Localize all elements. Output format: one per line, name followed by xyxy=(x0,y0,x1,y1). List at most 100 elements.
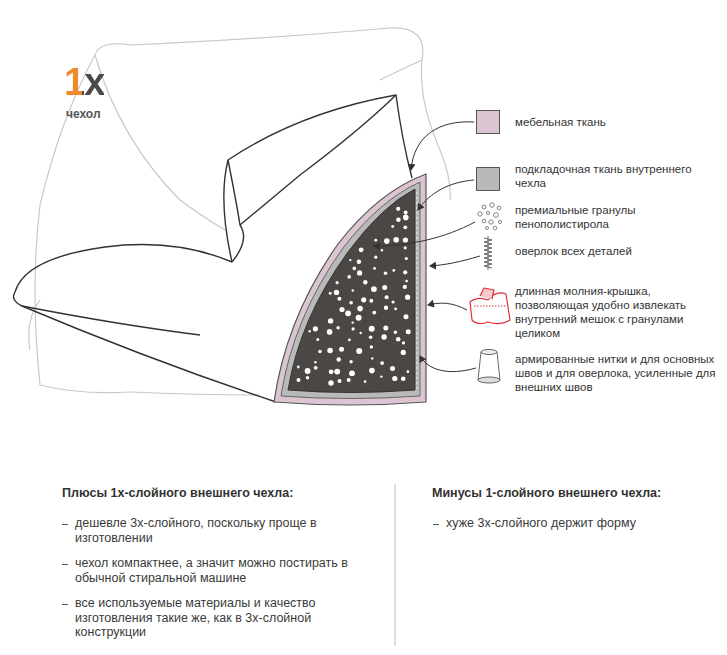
granule-dot xyxy=(297,378,301,382)
granule-dot xyxy=(403,270,407,274)
legend-text: подкладочная ткань внутреннего чехла xyxy=(515,162,720,190)
granule-dot xyxy=(384,271,388,275)
granule-dot xyxy=(336,326,339,329)
granule-dot xyxy=(394,331,397,334)
granule-dot xyxy=(336,281,339,284)
granule-dot xyxy=(405,257,408,260)
overlock-seam xyxy=(417,192,418,390)
granule-dot xyxy=(356,348,362,354)
granule-dot xyxy=(380,361,384,365)
granule-dot xyxy=(305,368,311,374)
granule-dot xyxy=(349,360,352,363)
granule-dot xyxy=(347,378,351,382)
cons-heading: Минусы 1-слойного внешнего чехла: xyxy=(432,486,661,501)
granule-dot xyxy=(364,380,367,383)
granule-dot xyxy=(352,321,354,323)
granule-dot xyxy=(405,280,408,283)
granule-dot xyxy=(405,295,410,300)
layer-count: 1x xyxy=(64,62,104,102)
granule-dot xyxy=(373,267,376,270)
granule-dot xyxy=(339,307,344,312)
granule-dot xyxy=(406,329,411,334)
granule-dot xyxy=(404,246,407,249)
granule-dot xyxy=(369,335,373,339)
granule-dot xyxy=(391,225,394,228)
granule-dot xyxy=(314,366,318,370)
granule-dot xyxy=(334,290,339,295)
granule-dot xyxy=(349,301,353,305)
legend-text: длинная молния-крышка, позволяющая удобн… xyxy=(515,284,720,340)
cons-item: хуже 3х-слойного держит форму xyxy=(446,516,716,531)
color-swatch xyxy=(476,110,500,134)
legend-text: мебельная ткань xyxy=(515,115,720,129)
cover-caption: чехол xyxy=(66,107,101,121)
granule-dot xyxy=(396,217,401,222)
bullet-dash xyxy=(433,524,439,525)
granule-dot xyxy=(392,300,395,303)
granule-dot xyxy=(349,259,351,261)
granule-dot xyxy=(371,357,373,359)
granule-dot xyxy=(316,338,319,341)
granule-dot xyxy=(357,260,361,264)
granule-dot xyxy=(403,237,408,242)
granule-dot xyxy=(369,368,375,374)
granule-dot xyxy=(334,369,340,375)
color-swatch xyxy=(476,167,500,191)
pros-item: дешевле 3х-слойного, поскольку проще в и… xyxy=(75,516,360,545)
granules-icon xyxy=(478,203,502,230)
granule-dot xyxy=(357,270,362,275)
granule-dot xyxy=(383,326,388,331)
bullet-dash xyxy=(62,524,68,525)
pros-heading: Плюсы 1х-слойного внешнего чехла: xyxy=(62,486,293,501)
pros-item: чехол компактнее, а значит можно постира… xyxy=(75,556,360,585)
granule-dot xyxy=(352,289,354,291)
granule-dot xyxy=(349,370,355,376)
column-divider xyxy=(394,484,395,646)
thread-spool-icon xyxy=(478,350,500,384)
granule-dot xyxy=(352,327,355,330)
granule-dot xyxy=(361,297,366,302)
lining-fabric xyxy=(281,182,420,399)
granule-dot xyxy=(396,337,401,342)
pros-item: все используемые материалы и качество из… xyxy=(75,596,365,640)
granule-dot xyxy=(356,315,362,321)
granule-dot xyxy=(385,295,389,299)
granule-dot xyxy=(371,286,377,292)
granule-dot xyxy=(384,306,388,310)
granule-dot xyxy=(404,210,408,214)
legend-text: армированные нитки и для основных швов и… xyxy=(515,352,720,394)
granule-dot xyxy=(337,357,341,361)
granule-dot xyxy=(357,306,363,312)
inner-bag xyxy=(288,189,415,393)
granule-dot xyxy=(347,275,351,279)
granule-dot xyxy=(381,334,386,339)
leader-lines xyxy=(374,122,480,372)
granule-dot xyxy=(369,326,375,332)
granule-dot xyxy=(360,332,362,334)
bullet-dash xyxy=(62,604,68,605)
granule-dot xyxy=(327,329,333,335)
granule-dot xyxy=(374,239,377,242)
granule-dot xyxy=(337,297,341,301)
granule-dot xyxy=(374,256,377,259)
bullet-dash xyxy=(62,564,68,565)
background-bag xyxy=(29,28,451,395)
granule-dot xyxy=(363,280,367,284)
granule-dot xyxy=(403,285,407,289)
granule-dot xyxy=(390,366,395,371)
granule-dot xyxy=(401,350,406,355)
granule-dot xyxy=(384,238,390,244)
granule-dot xyxy=(306,376,309,379)
granule-dot xyxy=(392,376,397,381)
granule-dot xyxy=(401,376,406,381)
granule-dot xyxy=(348,339,351,342)
legend-text: премиальные гранулы пенополистирола xyxy=(515,203,720,231)
granule-dot xyxy=(353,267,357,271)
granule-dot xyxy=(318,350,322,354)
granule-dot xyxy=(327,348,333,354)
granules xyxy=(297,207,411,386)
granule-dot xyxy=(329,292,332,295)
granule-dot xyxy=(382,285,387,290)
legend-text: оверлок всех деталей xyxy=(515,244,720,258)
granule-dot xyxy=(329,369,334,374)
